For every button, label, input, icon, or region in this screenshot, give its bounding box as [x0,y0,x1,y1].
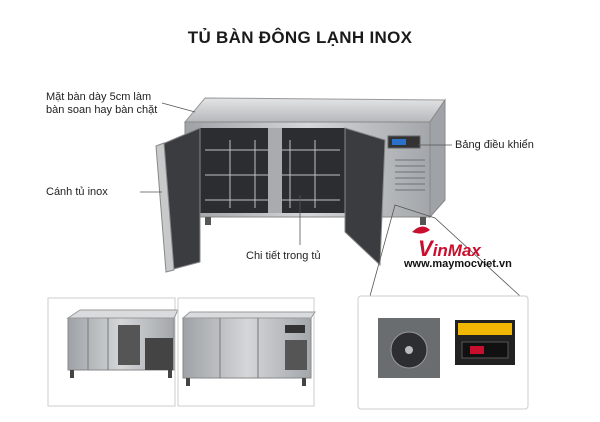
callout-tabletop-line2: bàn soan hay bàn chặt [46,104,158,116]
callout-lines [140,102,521,297]
brand-logo-name: inMax [432,241,481,260]
callout-interior: Chi tiết trong tủ [246,250,321,262]
main-freezer-image [155,97,446,273]
callout-control-panel: Bảng điều khiển [455,139,534,151]
brand-logo-swoosh [412,226,430,234]
website-link[interactable]: www.maymocviet.vn [404,258,512,270]
tabletop [183,97,446,123]
detail-photo [357,295,529,410]
callout-tabletop-line1: Mặt bàn dày 5cm làm [46,91,152,103]
bottom-photo-1 [47,297,179,407]
page-title: TỦ BÀN ĐÔNG LẠNH INOX [187,28,413,47]
right-door [344,127,386,267]
vent-grille [395,159,425,191]
callout-tabletop: Mặt bàn dày 5cm làm bàn soan hay bàn chặ… [46,91,157,117]
callout-door: Cánh tủ inox [46,186,108,198]
brand-logo-v: V [418,236,433,261]
brand-logo: VinMax [418,236,481,262]
bottom-photo-2 [177,297,316,407]
